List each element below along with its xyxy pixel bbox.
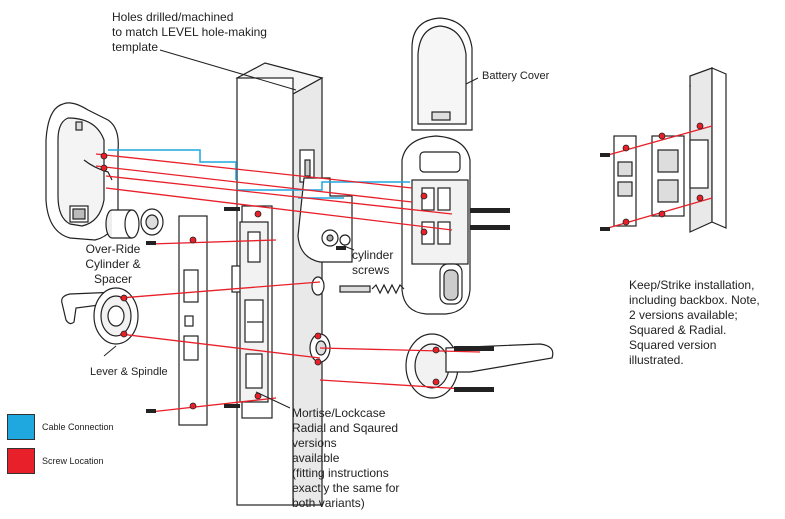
holes-note-label: Holes drilled/machined to match LEVEL ho… [112, 10, 267, 55]
faceplate [179, 216, 207, 425]
keep-strike [614, 68, 730, 232]
keep-strike-label: Keep/Strike installation, including back… [629, 278, 760, 368]
legend-screw-label: Screw Location [42, 455, 104, 468]
spindle-parts [340, 285, 404, 293]
legend-cable-label: Cable Connection [42, 421, 114, 434]
battery-cover [412, 18, 472, 130]
screws [146, 153, 610, 413]
legend-cable-swatch [7, 414, 35, 440]
cylinder-screws-label: cylinder screws [352, 248, 393, 278]
battery-cover-label: Battery Cover [482, 70, 549, 83]
override-cylinder-label: Over-Ride Cylinder & Spacer [84, 242, 142, 287]
legend-screw-swatch [7, 448, 35, 474]
lever-spindle-label: Lever & Spindle [90, 366, 168, 379]
override-cylinder [106, 209, 163, 238]
mortise-label: Mortise/Lockcase Radial and Sqaured vers… [292, 406, 399, 511]
